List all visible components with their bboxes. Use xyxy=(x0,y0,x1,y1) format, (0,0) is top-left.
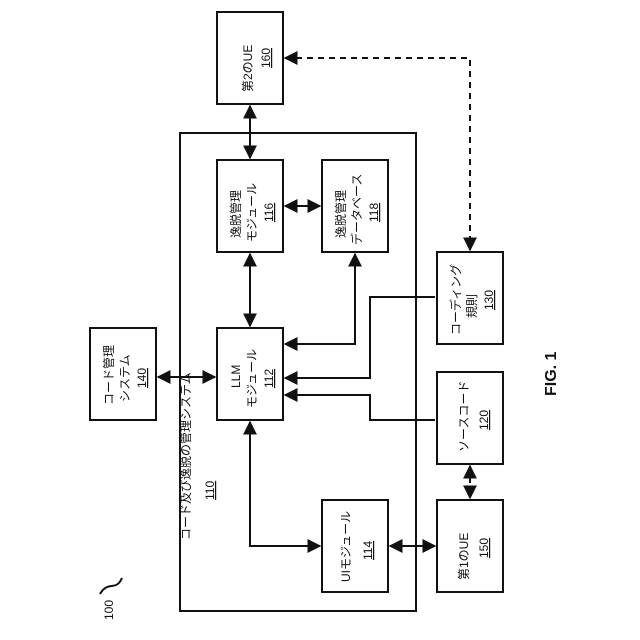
code-mgmt-line2: システム xyxy=(118,354,132,402)
figure-ref: 100 xyxy=(102,600,116,620)
escalation-db-num: 118 xyxy=(367,203,381,222)
escalation-module-line2: モジュール xyxy=(245,183,259,242)
ue1-label: 第1のUE xyxy=(457,533,471,580)
escalation-db-line2: データベース xyxy=(349,174,364,245)
ui-module-box xyxy=(322,500,388,592)
system-num: 110 xyxy=(203,481,217,500)
escalation-db-line1: 逸脱管理 xyxy=(333,190,348,238)
code-mgmt-num: 140 xyxy=(135,368,149,388)
ue1-num: 150 xyxy=(477,538,491,558)
ui-module-num: 114 xyxy=(361,541,375,560)
escalation-module-line1: 逸脱管理 xyxy=(228,190,243,238)
code-mgmt-line1: コード管理 xyxy=(101,345,116,405)
system-title: コード及び逸脱の管理システム xyxy=(178,372,193,540)
coding-rules-num: 130 xyxy=(482,290,496,310)
source-code-num: 120 xyxy=(477,410,491,430)
ue2-label: 第2のUE xyxy=(241,45,255,92)
ui-module-label: UIモジュール xyxy=(339,511,353,582)
escalation-module-num: 116 xyxy=(262,203,276,222)
coding-rules-line2: 規則 xyxy=(464,294,479,318)
ue2-num: 160 xyxy=(259,48,273,68)
llm-num: 112 xyxy=(262,369,276,388)
figure-label: FIG. 1 xyxy=(543,351,560,396)
llm-line1: LLM xyxy=(229,365,243,388)
llm-line2: モジュール xyxy=(245,349,259,408)
coding-rules-line1: コーディング xyxy=(448,264,463,335)
ref-squiggle xyxy=(100,578,122,594)
source-code-label: ソースコード xyxy=(457,381,471,452)
